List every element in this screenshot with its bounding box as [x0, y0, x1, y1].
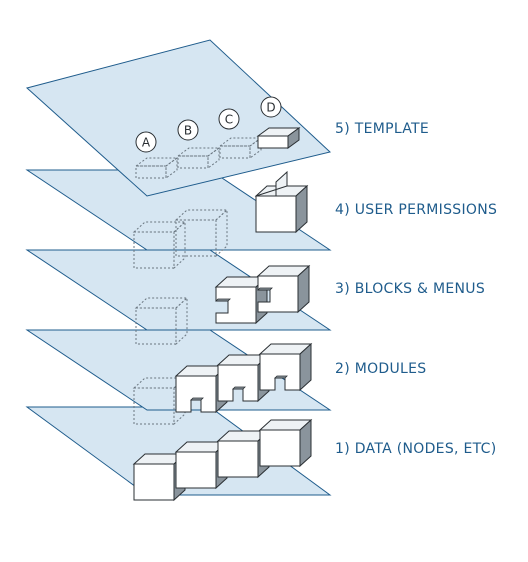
marker-label: A — [142, 136, 151, 150]
layer-label-blocks-menus: 3) BLOCKS & MENUS — [335, 281, 485, 297]
marker-a: A — [135, 131, 157, 153]
marker-label: B — [184, 124, 192, 138]
marker-b: B — [177, 119, 199, 141]
template-slab — [257, 127, 300, 149]
module-piece — [259, 343, 312, 391]
layer-plane-template — [25, 39, 332, 197]
layer-label-data: 1) DATA (NODES, ETC) — [335, 441, 497, 457]
layer-label-user-permissions: 4) USER PERMISSIONS — [335, 202, 497, 218]
block-menu-piece — [257, 265, 310, 313]
layer-label-modules: 2) MODULES — [335, 361, 426, 377]
marker-label: C — [225, 113, 233, 127]
data-cube — [259, 419, 312, 467]
permission-piece — [255, 171, 308, 233]
layer-label-template: 5) TEMPLATE — [335, 121, 429, 137]
marker-c: C — [218, 108, 240, 130]
marker-d: D — [260, 96, 282, 118]
marker-label: D — [266, 101, 275, 115]
